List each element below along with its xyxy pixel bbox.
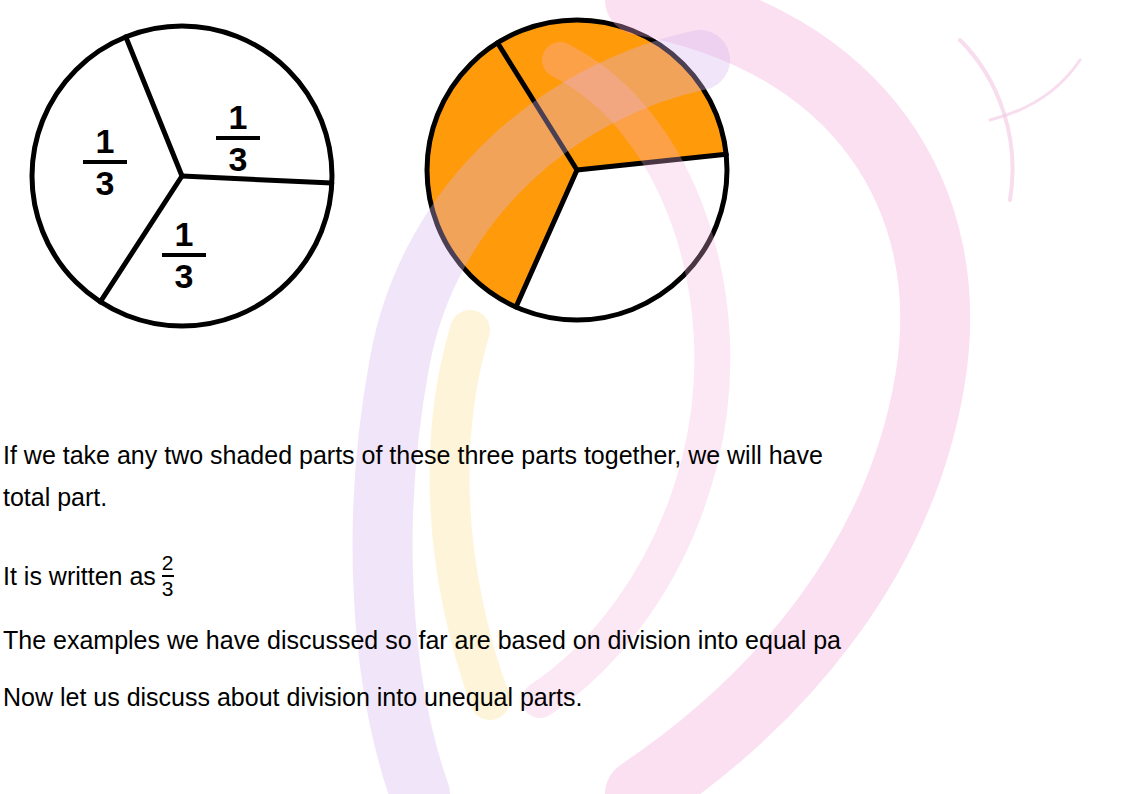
fraction-numerator: 2 <box>162 552 174 574</box>
fraction-numerator: 1 <box>229 100 248 134</box>
body-text-line: Now let us discuss about division into u… <box>3 682 583 712</box>
fraction-bar <box>162 253 206 257</box>
fraction-numerator: 1 <box>175 217 194 251</box>
body-text-line: It is written as23 <box>3 552 174 600</box>
body-text: Now let us discuss about division into u… <box>3 682 583 712</box>
fraction-denominator: 3 <box>229 142 248 176</box>
body-text-line: The examples we have discussed so far ar… <box>3 625 841 655</box>
fraction-denominator: 3 <box>96 166 115 200</box>
fraction-numerator: 1 <box>96 124 115 158</box>
fraction-bar <box>216 136 260 140</box>
fraction-bar <box>162 575 174 577</box>
watermark <box>383 0 1080 794</box>
fraction-bar <box>83 160 127 164</box>
body-text-line: If we take any two shaded parts of these… <box>3 440 823 470</box>
body-text-line: total part. <box>3 482 107 512</box>
fraction-label: 13 <box>83 124 127 200</box>
fraction-label: 13 <box>216 100 260 176</box>
body-text: If we take any two shaded parts of these… <box>3 440 823 470</box>
body-text: The examples we have discussed so far ar… <box>3 625 841 655</box>
fraction-label: 13 <box>162 217 206 293</box>
fraction-denominator: 3 <box>162 578 174 600</box>
inline-fraction: 23 <box>162 552 174 600</box>
body-text: total part. <box>3 482 107 512</box>
fraction-denominator: 3 <box>175 259 194 293</box>
divided-circle <box>32 26 332 326</box>
body-text: It is written as <box>3 561 156 591</box>
